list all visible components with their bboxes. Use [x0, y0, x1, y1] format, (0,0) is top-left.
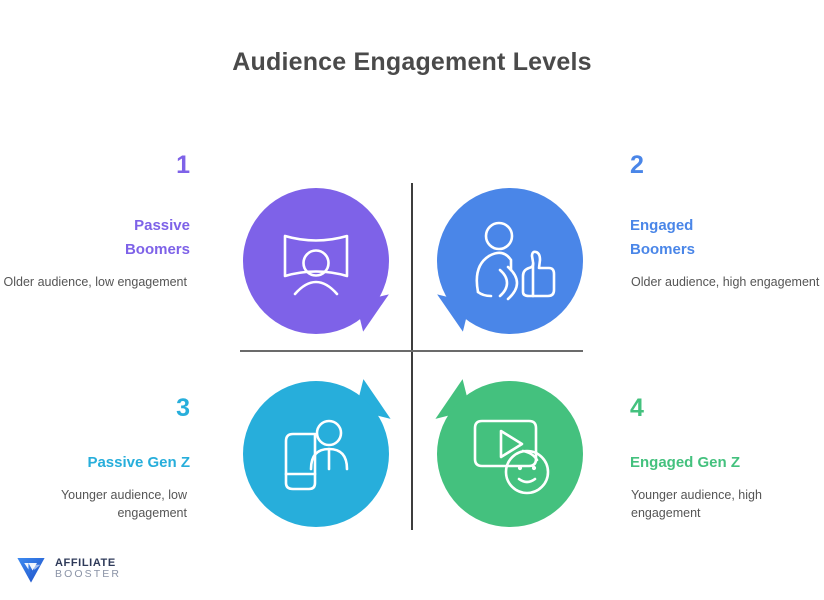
- quadrant-1-text: 1 Passive Boomers Older audience, low en…: [0, 151, 190, 291]
- person-thumbs-up-phone-icon: [475, 221, 556, 301]
- quadrant-2-label: Engaged Boomers: [630, 214, 820, 262]
- quadrant-1-label-line2: Boomers: [124, 240, 190, 258]
- quadrant-1-label: Passive Boomers: [0, 214, 190, 262]
- quadrant-3-description: Younger audience, low engagement: [60, 487, 187, 521]
- audience-screen-icon: [283, 234, 349, 296]
- quadrant-3-label: Passive Gen Z: [87, 453, 190, 471]
- logo-line-1: AFFILIATE: [55, 556, 116, 569]
- quadrant-1-bubble[interactable]: [243, 188, 397, 334]
- video-play-smiley-icon: [473, 419, 550, 495]
- quadrant-3-text: 3 Passive Gen Z Younger audience, low en…: [0, 394, 190, 523]
- affiliate-booster-wordmark: AFFILIATE BOOSTER: [55, 556, 122, 581]
- quadrant-4-description: Younger audience, high engagement: [631, 487, 762, 521]
- speech-bubble-disc: [437, 381, 583, 527]
- quadrant-4-text: 4 Engaged Gen Z Younger audience, high e…: [630, 394, 820, 523]
- quadrant-2-description: Older audience, high engagement: [631, 274, 820, 289]
- page-title: Audience Engagement Levels: [232, 48, 592, 76]
- quadrant-4-label: Engaged Gen Z: [630, 453, 741, 471]
- speech-bubble-disc: [243, 188, 389, 334]
- quadrant-1-description: Older audience, low engagement: [3, 274, 187, 289]
- affiliate-booster-logo-icon: [17, 557, 45, 583]
- quadrant-4-bubble[interactable]: [427, 379, 583, 527]
- horizontal-divider: [240, 350, 583, 352]
- quadrant-3-number: 3: [176, 394, 190, 422]
- quadrant-2-bubble[interactable]: [429, 188, 583, 334]
- person-mobile-phone-icon: [284, 419, 349, 491]
- logo-line-2: BOOSTER: [55, 568, 122, 581]
- quadrant-1-number: 1: [176, 151, 190, 179]
- quadrant-2-text: 2 Engaged Boomers Older audience, high e…: [630, 151, 820, 291]
- quadrant-4-number: 4: [630, 394, 644, 422]
- quadrant-2-label-line1: Engaged: [630, 216, 694, 234]
- affiliate-booster-logo[interactable]: AFFILIATE BOOSTER: [14, 552, 121, 586]
- quadrant-2-label-line2: Boomers: [630, 240, 696, 258]
- quadrant-1-label-line1: Passive: [134, 216, 190, 234]
- quadrant-2-number: 2: [630, 151, 644, 179]
- quadrant-3-bubble[interactable]: [243, 379, 399, 527]
- vertical-divider: [411, 183, 413, 530]
